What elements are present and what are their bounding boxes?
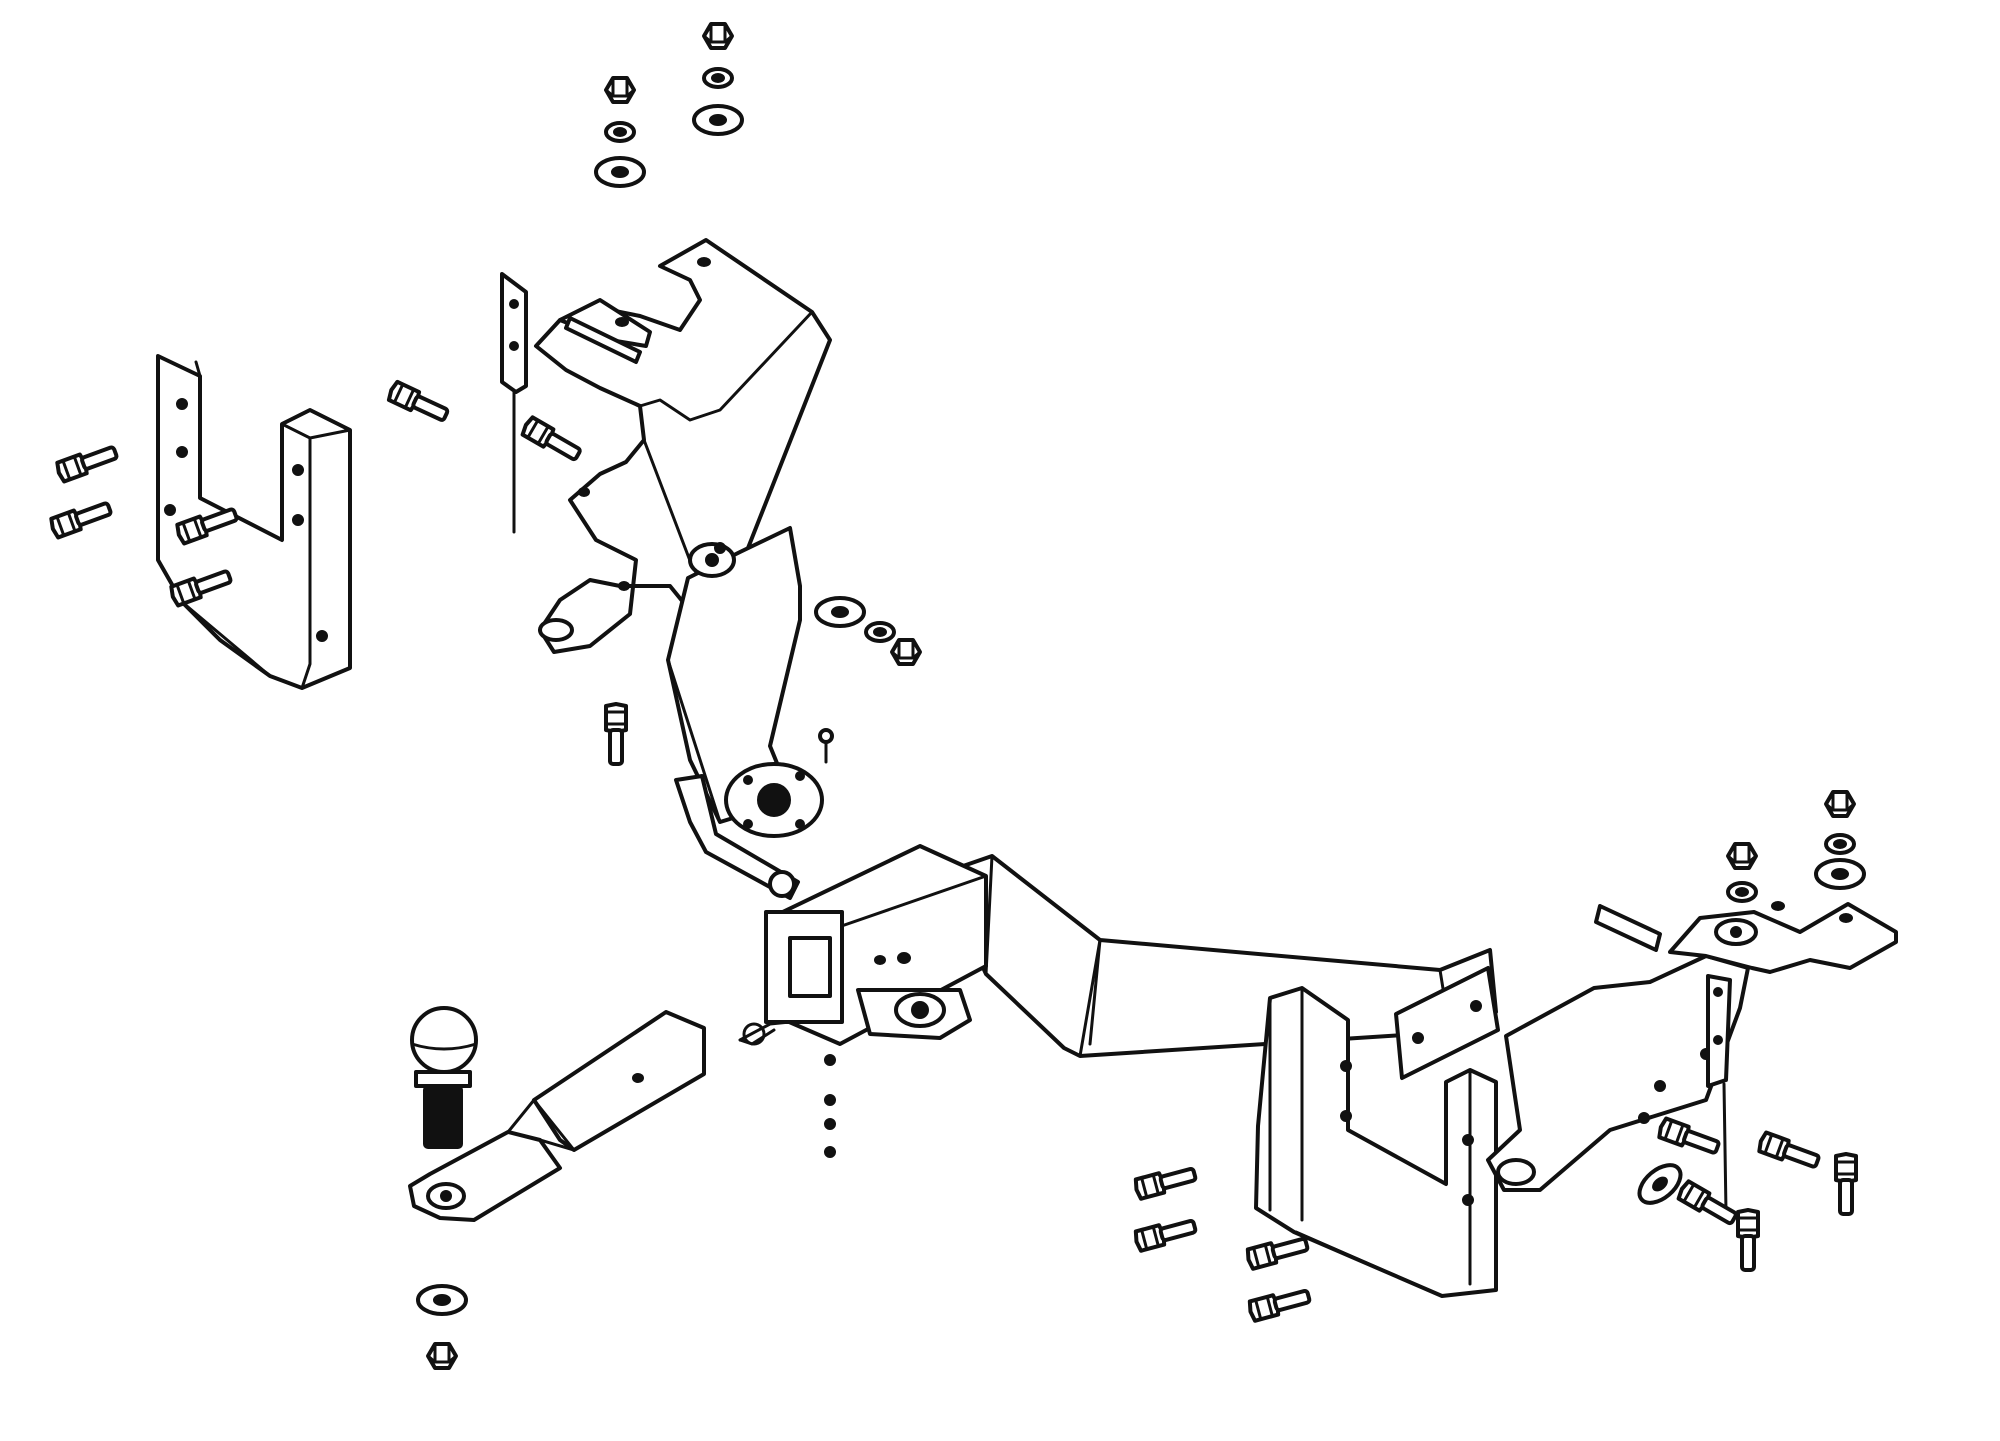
bolt-icon [47, 496, 115, 541]
bolt-icon [1755, 1129, 1823, 1174]
screw-icon [824, 1146, 836, 1158]
top-mount-plate-right [1594, 901, 1898, 1214]
bolt-icon [1736, 1208, 1760, 1272]
nut-icon [1824, 790, 1856, 818]
nut-icon [426, 1342, 458, 1370]
tow-ball [410, 1006, 478, 1149]
washer-icon [1814, 858, 1866, 890]
bolt-icon [53, 440, 121, 485]
lock-washer-icon [604, 121, 636, 143]
side-bracket-left [156, 354, 352, 690]
washer-icon [416, 1284, 468, 1316]
washer-icon [594, 156, 646, 188]
washer-icon [814, 596, 866, 628]
bolt-icon [604, 702, 628, 766]
bolt-icon [1243, 1232, 1312, 1272]
screw-icon [824, 1094, 836, 1106]
safety-chain-loop [856, 988, 972, 1040]
ball-mount [408, 1010, 706, 1222]
bolt-icon [385, 379, 452, 427]
hitch-pin-clip [738, 1020, 792, 1046]
top-mount-plate-right-hardware [1726, 790, 1866, 903]
side-bracket-right [1254, 986, 1498, 1298]
bolt-icon [1655, 1115, 1723, 1160]
bolt-icon [1834, 1152, 1858, 1216]
nut-icon [1726, 842, 1758, 870]
screw-icon [824, 1118, 836, 1130]
vertical-bracket-left [500, 238, 832, 654]
nut-icon [604, 76, 636, 104]
bolt-icon [518, 414, 585, 466]
tow-ball-hardware [416, 1284, 468, 1370]
bolt-icon [1131, 1214, 1200, 1254]
lock-washer-icon [1726, 881, 1758, 903]
small-pin-head-icon [818, 728, 834, 744]
bolt-icon [1674, 1178, 1741, 1230]
top-hardware-stack-left [594, 76, 646, 188]
screw-icon [824, 1054, 836, 1066]
lock-washer-icon [864, 621, 896, 643]
nut-icon [702, 22, 734, 50]
hitch-pin-screw-set [824, 1054, 836, 1158]
hitch-pin [674, 774, 800, 900]
bolt-icon [1131, 1162, 1200, 1202]
center-hardware [604, 596, 922, 766]
washer-icon [692, 104, 744, 136]
lock-washer-icon [1824, 833, 1856, 855]
nut-icon [890, 638, 922, 666]
drop-arm-left [666, 526, 824, 838]
washer-icon [1630, 1155, 1690, 1213]
lock-washer-icon [702, 67, 734, 89]
bolt-icon [1245, 1284, 1314, 1324]
top-hardware-stack-right [692, 22, 744, 136]
